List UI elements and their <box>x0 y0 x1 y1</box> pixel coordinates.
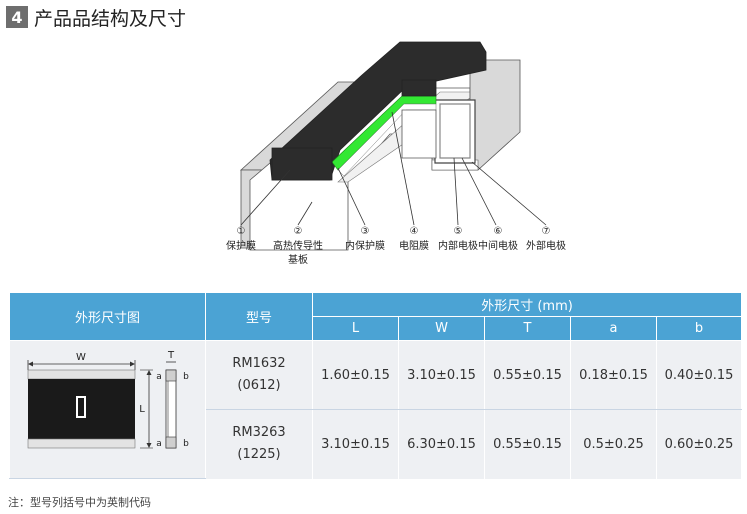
leader-7 <box>471 161 547 226</box>
inner-electrode <box>434 99 476 164</box>
chip-electrode-bottom <box>27 438 135 448</box>
section-number: 4 <box>6 6 28 28</box>
section-header: 4 产品品结构及尺寸 <box>6 4 186 30</box>
side-view-body <box>165 369 176 448</box>
chip-electrode-top <box>27 369 135 379</box>
value-L: 3.10±0.15 <box>312 409 399 479</box>
chip-marking <box>75 395 86 418</box>
a-label-bottom: a <box>156 439 162 449</box>
label-6-num: ⑥ <box>494 226 503 237</box>
model-name: RM3263 <box>232 425 286 441</box>
value-b: 0.60±0.25 <box>655 409 743 479</box>
value-a: 0.18±0.15 <box>570 340 657 410</box>
label-4-text: 电阻膜 <box>399 239 429 252</box>
leader-4 <box>391 111 415 226</box>
b-label-top: b <box>183 372 189 382</box>
t-label: T <box>166 350 174 361</box>
side-electrode-top <box>165 369 176 381</box>
label-3-num: ③ <box>361 226 370 237</box>
a-label-top: a <box>156 372 162 382</box>
w-label: W <box>76 352 86 363</box>
protective-film-back <box>401 79 437 97</box>
header-col-L: L <box>312 316 399 341</box>
label-2-text: 高热传导性 <box>273 239 323 252</box>
model-code: (1225) <box>237 447 281 463</box>
protective-film-front <box>271 147 333 181</box>
w-arrow-left <box>27 361 33 366</box>
label-4-num: ④ <box>410 226 419 237</box>
label-2-text2: 基板 <box>288 253 308 266</box>
dimension-figure-cell: W L T <box>9 340 206 479</box>
value-T: 0.55±0.15 <box>484 409 571 479</box>
w-arrow-right <box>129 361 135 366</box>
model-cell: RM1632 (0612) <box>205 340 313 410</box>
leader-6 <box>461 157 497 226</box>
label-3-text: 内保护膜 <box>345 239 385 252</box>
table-row: W L T <box>9 340 743 479</box>
header-dim-figure: 外形尺寸图 <box>9 292 206 341</box>
header-col-T: T <box>484 316 571 341</box>
model-code: (0612) <box>237 378 281 393</box>
label-5-num: ⑤ <box>454 226 463 237</box>
substrate-back-face <box>401 109 437 159</box>
label-1-num: ① <box>237 226 246 237</box>
leader-lines <box>240 111 547 226</box>
label-1-text: 保护膜 <box>226 239 256 252</box>
chip-body <box>27 378 135 439</box>
leader-3 <box>337 167 366 226</box>
model-name: RM1632 <box>232 356 286 371</box>
value-a: 0.5±0.25 <box>570 409 657 479</box>
value-T: 0.55±0.15 <box>484 340 571 410</box>
value-W: 3.10±0.15 <box>398 340 485 410</box>
header-col-W: W <box>398 316 485 341</box>
header-model: 型号 <box>205 292 313 341</box>
leader-2 <box>297 201 313 226</box>
header-col-b: b <box>655 316 743 341</box>
b-label-bottom: b <box>183 439 189 449</box>
leader-5 <box>453 157 459 226</box>
model-cell: RM3263 (1225) <box>205 409 313 479</box>
side-electrode-bottom <box>165 436 176 448</box>
header-col-a: a <box>570 316 657 341</box>
value-b: 0.40±0.15 <box>655 340 743 410</box>
table-row: RM3263 (1225) 3.10±0.15 6.30±0.15 0.55±0… <box>10 409 743 479</box>
section-title: 产品品结构及尺寸 <box>34 7 187 30</box>
dimension-table: 外形尺寸图 型号 外形尺寸 (mm) L W T a b W <box>9 292 743 479</box>
label-2-num: ② <box>294 226 303 237</box>
label-7-text: 外部电极 <box>526 239 566 252</box>
structure-diagram: ① ② ③ ④ ⑤ ⑥ ⑦ 保护膜 高热传导性 基板 内保护膜 电阻膜 内部电极… <box>226 41 566 266</box>
value-W: 6.30±0.15 <box>398 409 485 479</box>
l-arrow-bottom <box>146 442 151 448</box>
dimension-figure: W L T <box>27 350 189 449</box>
middle-electrode <box>439 103 471 159</box>
label-7-num: ⑦ <box>542 226 551 237</box>
footnote: 注：型号列括号中为英制代码 <box>8 496 151 509</box>
value-L: 1.60±0.15 <box>312 340 399 410</box>
label-6-text: 中间电极 <box>478 239 518 252</box>
label-5-text: 内部电极 <box>438 239 478 252</box>
l-label: L <box>139 404 145 415</box>
header-size: 外形尺寸 (mm) <box>311 292 743 317</box>
l-arrow-top <box>146 369 151 375</box>
leader-1 <box>240 169 291 226</box>
